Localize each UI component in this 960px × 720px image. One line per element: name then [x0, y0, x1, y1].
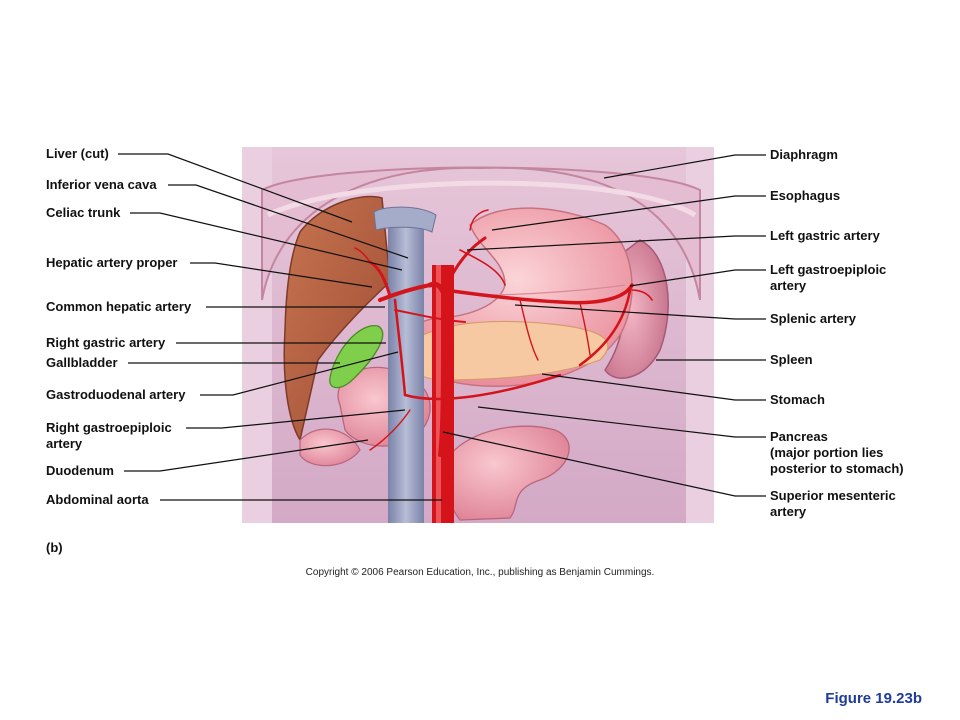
label-gallbladder: Gallbladder — [46, 355, 118, 370]
leader-esophagus — [491, 195, 766, 231]
left-gastric-artery — [444, 236, 487, 290]
leader-liver — [118, 153, 353, 223]
pancreas — [403, 320, 609, 381]
leader-right-gastroepiploic — [186, 409, 406, 429]
label-inferior-vena-cava: Inferior vena cava — [46, 177, 157, 192]
leader-sma — [442, 431, 766, 497]
label-spleen: Spleen — [770, 352, 813, 367]
leader-left-gastric — [466, 235, 766, 251]
leader-splenic — [514, 304, 766, 320]
liver — [283, 195, 391, 442]
label-left-gastric-artery: Left gastric artery — [770, 228, 880, 243]
leader-diaphragm — [603, 154, 766, 179]
copyright-notice: Copyright © 2006 Pearson Education, Inc.… — [305, 567, 655, 578]
label-abdominal-aorta: Abdominal aorta — [46, 492, 149, 507]
label-diaphragm: Diaphragm — [770, 147, 838, 162]
esophageal-branches — [469, 209, 489, 231]
label-left-gastroepiploic-artery: Left gastroepiploic artery — [770, 262, 887, 293]
label-splenic-artery: Splenic artery — [770, 311, 856, 326]
right-gastroepiploic-artery — [403, 373, 562, 401]
diaphragm-edge — [266, 180, 697, 218]
leader-gastroduodenal — [200, 351, 399, 396]
leader-celiac — [130, 212, 403, 271]
superior-mesenteric-artery — [438, 328, 445, 457]
label-esophagus: Esophagus — [770, 188, 841, 203]
aorta-highlight — [436, 265, 441, 523]
duodenum-branch — [369, 409, 411, 451]
leader-ivc — [168, 184, 409, 259]
hepatic-artery-proper — [368, 260, 392, 298]
leader-hepatic-proper — [190, 262, 373, 288]
leader-stomach — [541, 373, 766, 401]
label-right-gastroepiploic-artery: Right gastroepiploic artery — [46, 420, 172, 451]
leader-duodenum — [124, 439, 369, 472]
label-pancreas: Pancreas (major portion lies posterior t… — [770, 429, 904, 476]
stomach-branch-2 — [579, 302, 591, 356]
label-duodenum: Duodenum — [46, 463, 114, 478]
right-gastric-artery — [394, 309, 466, 323]
intestine-loop-lower — [299, 428, 361, 467]
label-common-hepatic-artery: Common hepatic artery — [46, 299, 192, 314]
leader-left-gastroepiploic — [629, 269, 766, 287]
label-gastroduodenal-artery: Gastroduodenal artery — [46, 387, 186, 402]
figure-number: Figure 19.23b — [825, 690, 922, 707]
inferior-vena-cava — [388, 215, 424, 523]
ivc-top — [373, 206, 437, 233]
panel-letter: (b) — [46, 540, 63, 555]
label-liver: Liver (cut) — [46, 146, 109, 161]
spleen-artery-branch — [631, 289, 653, 301]
stomach-fold — [479, 284, 626, 296]
left-gastric-branch — [459, 249, 506, 286]
splenic-artery — [443, 283, 634, 305]
label-celiac-trunk: Celiac trunk — [46, 205, 121, 220]
left-gastroepiploic-artery — [578, 288, 632, 367]
gastroduodenal-artery — [393, 298, 407, 397]
common-hepatic-artery — [378, 283, 432, 302]
label-superior-mesenteric-artery: Superior mesenteric artery — [770, 488, 896, 519]
label-right-gastric-artery: Right gastric artery — [46, 335, 166, 350]
leader-pancreas — [477, 406, 766, 438]
label-hepatic-artery-proper: Hepatic artery proper — [46, 255, 178, 270]
diaphragm-shape — [261, 166, 701, 301]
label-stomach: Stomach — [770, 392, 825, 407]
hepatic-branch — [354, 247, 371, 263]
